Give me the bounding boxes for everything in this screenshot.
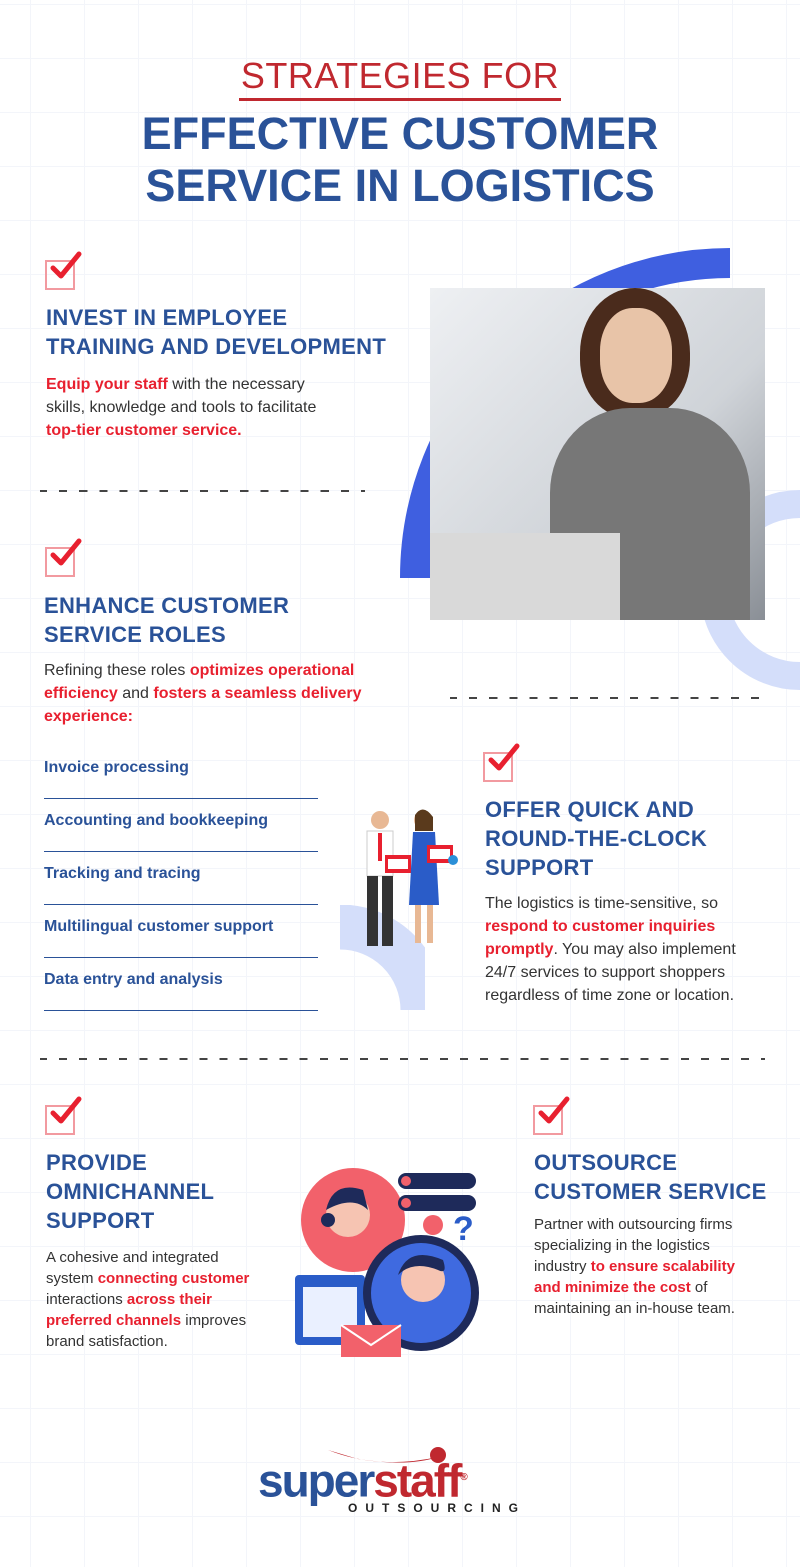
body-text: improves brand satisfaction. — [46, 1312, 247, 1350]
check-icon — [483, 743, 520, 782]
body-text: with the necessary skills, knowledge and… — [46, 376, 317, 416]
body-text: The logistics is time-sensitive, so — [485, 895, 718, 912]
highlighted-text: across their preferred channels — [46, 1291, 212, 1329]
body-text: A cohesive and integrated system — [46, 1249, 219, 1287]
svg-text:?: ? — [453, 1210, 474, 1248]
divider — [40, 490, 365, 492]
body-text: interactions — [46, 1291, 127, 1308]
section-text: Partner with outsourcing firms specializ… — [534, 1214, 759, 1319]
check-icon — [45, 538, 82, 577]
check-icon — [533, 1096, 570, 1135]
role-list-item: Accounting and bookkeeping — [44, 799, 318, 852]
check-icon — [45, 1096, 82, 1135]
role-list-item: Invoice processing — [44, 746, 318, 799]
highlighted-text: Equip your staff — [46, 376, 168, 393]
section-text: A cohesive and integrated system connect… — [46, 1247, 266, 1352]
section-text: The logistics is time-sensitive, so resp… — [485, 892, 770, 1007]
divider — [40, 1058, 765, 1060]
highlighted-text: connecting customer — [97, 1270, 250, 1287]
highlighted-text: fosters a seamless delivery experience: — [44, 685, 362, 725]
highlighted-text: top-tier customer service. — [46, 422, 242, 439]
section-text: Refining these roles optimizes operation… — [44, 659, 384, 728]
body-text: of maintaining an in-house team. — [534, 1279, 735, 1317]
superstaff-logo: superstaff® OUTSOURCING — [258, 1445, 538, 1525]
decor-quarter-circle — [340, 905, 425, 1011]
highlighted-text: optimizes operational efficiency — [44, 662, 355, 702]
role-list-item: Tracking and tracing — [44, 852, 318, 905]
body-text: . You may also implement 24/7 services t… — [485, 941, 736, 1004]
role-list-item: Data entry and analysis — [44, 958, 318, 1011]
highlighted-text: respond to customer inquiries promptly — [485, 918, 716, 958]
customer-service-agent-photo — [430, 288, 765, 620]
body-text: Refining these roles — [44, 662, 190, 679]
check-icon — [45, 251, 82, 290]
role-list-item: Multilingual customer support — [44, 905, 318, 958]
body-text: and — [117, 685, 154, 702]
body-text: Partner with outsourcing firms specializ… — [534, 1216, 733, 1275]
omnichannel-support-illustration: ? — [295, 1168, 479, 1357]
business-people-illustration — [366, 809, 458, 946]
highlighted-text: to ensure scalability and minimize the c… — [534, 1258, 735, 1296]
kicker: STRATEGIES FOR — [0, 55, 800, 101]
divider — [450, 697, 765, 699]
section-text: Equip your staff with the necessary skil… — [46, 373, 336, 442]
